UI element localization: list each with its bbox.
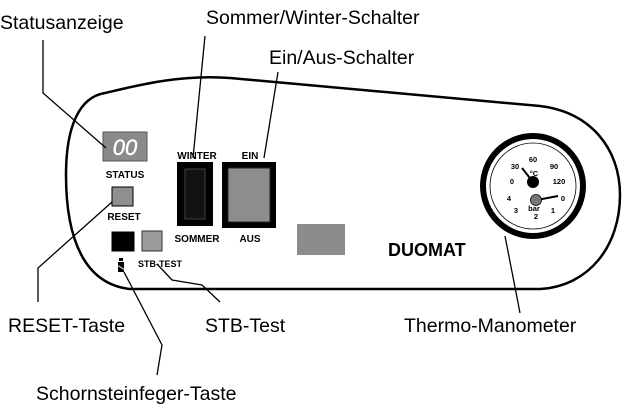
leader-stb-test — [156, 263, 221, 303]
leader-reset — [37, 201, 113, 302]
pressure-pointer-hub — [530, 194, 542, 206]
thermo-manometer: 0 30 60 90 120 °C 0 1 2 3 4 bar — [480, 133, 586, 239]
leader-chimney-sweep — [123, 271, 163, 376]
temp-tick-0: 0 — [510, 177, 514, 186]
reset-button[interactable] — [111, 186, 134, 207]
pressure-tick-2: 2 — [534, 212, 538, 221]
temp-tick-60: 60 — [529, 155, 537, 164]
callout-thermo-manometer: Thermo-Manometer — [404, 315, 577, 337]
leader-status-display — [42, 40, 107, 149]
status-display: 00 — [102, 131, 148, 162]
pressure-unit: bar — [528, 204, 540, 213]
callout-chimney-sweep-key: Schornsteinfeger-Taste — [36, 383, 237, 405]
on-label: EIN — [242, 151, 259, 162]
pressure-tick-1: 1 — [551, 206, 555, 215]
temp-tick-30: 30 — [511, 162, 519, 171]
temp-tick-90: 90 — [550, 162, 558, 171]
leader-on-off — [263, 71, 279, 159]
callout-stb-test: STB-Test — [205, 315, 286, 337]
callout-status-display: Statusanzeige — [0, 12, 124, 34]
status-label: STATUS — [106, 170, 145, 181]
pressure-tick-4: 4 — [507, 194, 512, 203]
leader-summer-winter — [192, 35, 206, 159]
callout-summer-winter-switch: Sommer/Winter-Schalter — [206, 7, 420, 29]
callout-on-off-switch: Ein/Aus-Schalter — [269, 47, 415, 69]
reset-label: RESET — [107, 212, 140, 223]
callout-reset-key: RESET-Taste — [8, 315, 125, 337]
winter-label: WINTER — [177, 151, 217, 162]
panel-outline — [64, 75, 622, 291]
grey-panel-square — [297, 224, 345, 255]
summer-label: SOMMER — [175, 234, 221, 245]
pressure-tick-3: 3 — [514, 206, 518, 215]
temperature-pointer-hub — [527, 176, 539, 188]
off-label: AUS — [239, 234, 260, 245]
temp-tick-120: 120 — [553, 177, 566, 186]
brand-label: DUOMAT — [388, 240, 466, 260]
status-display-value: 00 — [113, 135, 138, 160]
temp-unit: °C — [530, 169, 539, 178]
leader-thermo-manometer — [504, 235, 521, 314]
chimney-sweep-button[interactable] — [111, 231, 135, 252]
stb-test-label: STB-TEST — [138, 259, 183, 269]
pressure-tick-0: 0 — [561, 194, 565, 203]
stb-test-button[interactable] — [141, 230, 163, 252]
chimney-sweep-icon — [116, 258, 126, 272]
